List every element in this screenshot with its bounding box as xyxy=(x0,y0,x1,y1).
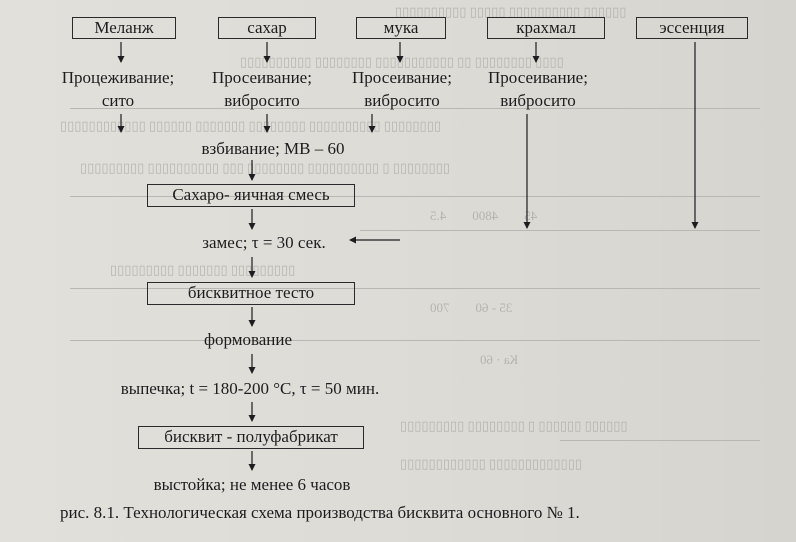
step-resting: выстойка; не менее 6 часов xyxy=(153,475,351,494)
prep-starch-line2: вибросито xyxy=(500,91,576,110)
prep-melange-line2: сито xyxy=(101,91,135,110)
step-forming: формование xyxy=(203,330,293,349)
ingredient-box-starch: крахмал xyxy=(487,17,605,39)
prep-flour-line1: Просеивание; xyxy=(352,68,452,87)
figure-caption: рис. 8.1. Технологическая схема производ… xyxy=(60,503,580,522)
step-kneading: замес; τ = 30 сек. xyxy=(202,233,326,252)
ingredient-box-essence: эссенция xyxy=(636,17,748,39)
step-semi-product-box: бисквит - полуфабрикат xyxy=(138,426,364,449)
prep-flour-line2: вибросито xyxy=(364,91,440,110)
prep-sugar-line1: Просеивание; xyxy=(212,68,312,87)
ingredient-box-flour: мука xyxy=(356,17,446,39)
step-batter-box: бисквитное тесто xyxy=(147,282,355,305)
step-baking: выпечка; t = 180-200 °C, τ = 50 мин. xyxy=(120,379,380,398)
step-sugar-egg-mix-box: Сахаро- яичная смесь xyxy=(147,184,355,207)
prep-melange-line1: Процеживание; xyxy=(61,68,175,87)
prep-sugar-line2: вибросито xyxy=(224,91,300,110)
ingredient-box-sugar: сахар xyxy=(218,17,316,39)
ingredient-box-melange: Меланж xyxy=(72,17,176,39)
step-whipping: взбивание; МВ – 60 xyxy=(201,139,345,158)
prep-starch-line1: Просеивание; xyxy=(488,68,588,87)
